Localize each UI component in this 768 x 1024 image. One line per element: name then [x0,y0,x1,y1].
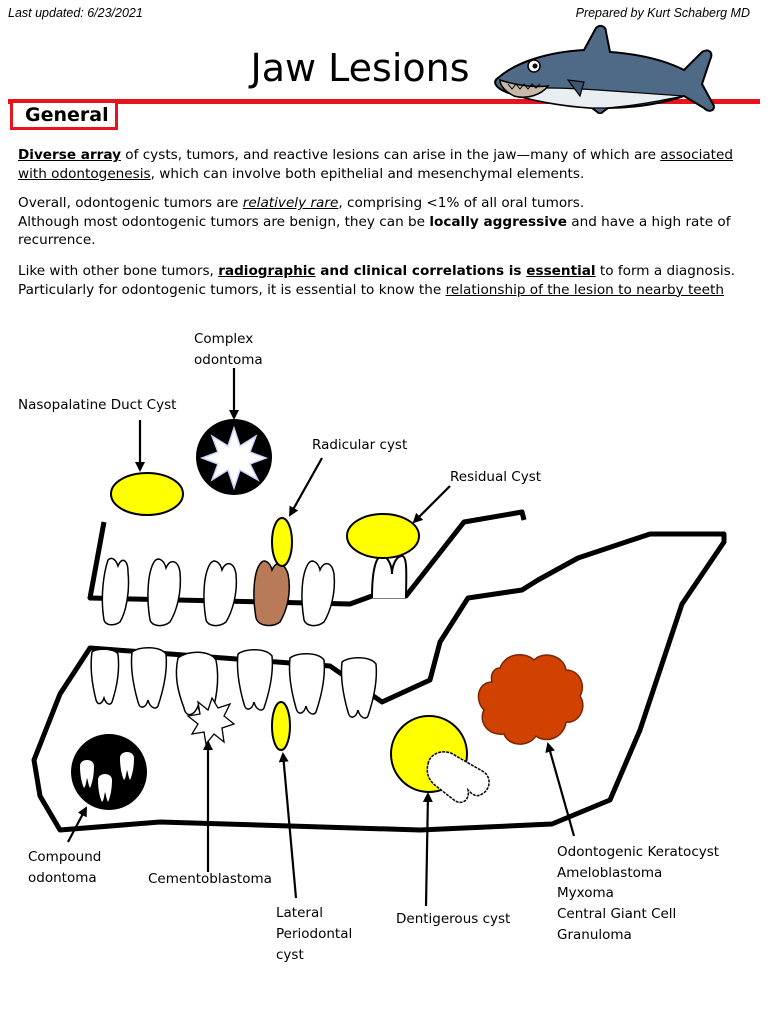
p3-text-4: Particularly for odontogenic tumors, it … [18,281,446,298]
label-complex-odontoma-1: Complex [194,331,253,347]
label-lateral-3: cyst [276,947,304,963]
complex-odontoma-star [199,425,269,491]
label-lateral-1: Lateral [276,905,323,921]
page-title: Jaw Lesions [250,46,470,90]
arrow-radicular [289,457,323,517]
compound-odontoma-teeth [80,752,134,802]
p2-text-3: Although most odontogenic tumors are ben… [18,213,430,230]
okc-lesion [477,654,584,745]
label-complex-odontoma-2: odontoma [194,352,263,368]
arrow-dentigerous [422,792,433,907]
shark-illustration [494,24,716,114]
dentigerous-tooth [426,751,490,804]
p1-text-2: , which can involve both epithelial and … [150,165,585,182]
paragraph-radiographic: Like with other bone tumors, radiographi… [18,262,748,299]
label-compound-2: odontoma [28,870,97,886]
arrow-compound [67,806,87,843]
upper-teeth [101,557,336,627]
author-credit: Prepared by Kurt Schaberg MD [575,6,750,20]
p3-text-3: to form a diagnosis. [595,263,736,279]
emphasis-essential: essential [526,263,596,279]
emphasis-locally-aggressive: locally aggressive [429,213,567,230]
emphasis-odontogenesis: associated with odontogenesis [18,147,733,182]
arrow-lateral [278,752,298,899]
label-dentigerous: Dentigerous cyst [396,911,510,927]
last-updated: Last updated: 6/23/2021 [8,6,143,20]
jaw-lesion-diagram: Complex odontoma Nasopalatine Duct Cyst … [18,331,727,963]
label-okc-1: Odontogenic Keratocyst [557,844,719,860]
p3-text-2: and clinical correlations is [315,263,527,279]
radicular-cyst [271,517,293,567]
radicular-tooth [253,560,291,627]
emphasis-diverse-array: Diverse array [18,147,121,163]
arrow-okc [545,742,576,837]
label-nasopalatine: Nasopalatine Duct Cyst [18,397,176,413]
arrow-residual [412,485,451,524]
p2-text-4: and have a high rate of recurrence. [18,213,731,249]
label-okc-5: Granuloma [557,927,632,943]
label-cementoblastoma: Cementoblastoma [148,871,272,887]
section-heading-general: General [10,100,118,130]
lateral-periodontal-cyst [271,701,291,751]
p1-text-1: of cysts, tumors, and reactive lesions c… [120,147,661,163]
residual-cyst [346,513,420,559]
p3-text-1: Like with other bone tumors, [18,263,219,279]
emphasis-radiographic: radiographic [218,263,316,279]
lower-teeth [90,647,378,719]
emphasis-relationship-teeth: relationship of the lesion to nearby tee… [445,281,724,298]
paragraph-diverse-array: Diverse array of cysts, tumors, and reac… [18,146,748,183]
header-rule [8,99,760,104]
p2-text-1: Overall, odontogenic tumors are [18,195,243,211]
label-lateral-2: Periodontal [276,926,352,942]
label-compound-1: Compound [28,849,101,865]
nasopalatine-cyst [110,472,184,516]
emphasis-relatively-rare: relatively rare [242,195,339,211]
residual-socket [371,554,408,599]
p2-text-2: , comprising <1% of all oral tumors. [338,195,585,211]
label-okc-4: Central Giant Cell [557,906,676,922]
label-radicular: Radicular cyst [312,437,407,453]
label-okc-2: Ameloblastoma [557,865,662,881]
label-residual: Residual Cyst [450,469,541,485]
mandible-outline [31,531,727,833]
paragraph-overall: Overall, odontogenic tumors are relative… [18,194,748,250]
label-okc-3: Myxoma [557,885,614,901]
